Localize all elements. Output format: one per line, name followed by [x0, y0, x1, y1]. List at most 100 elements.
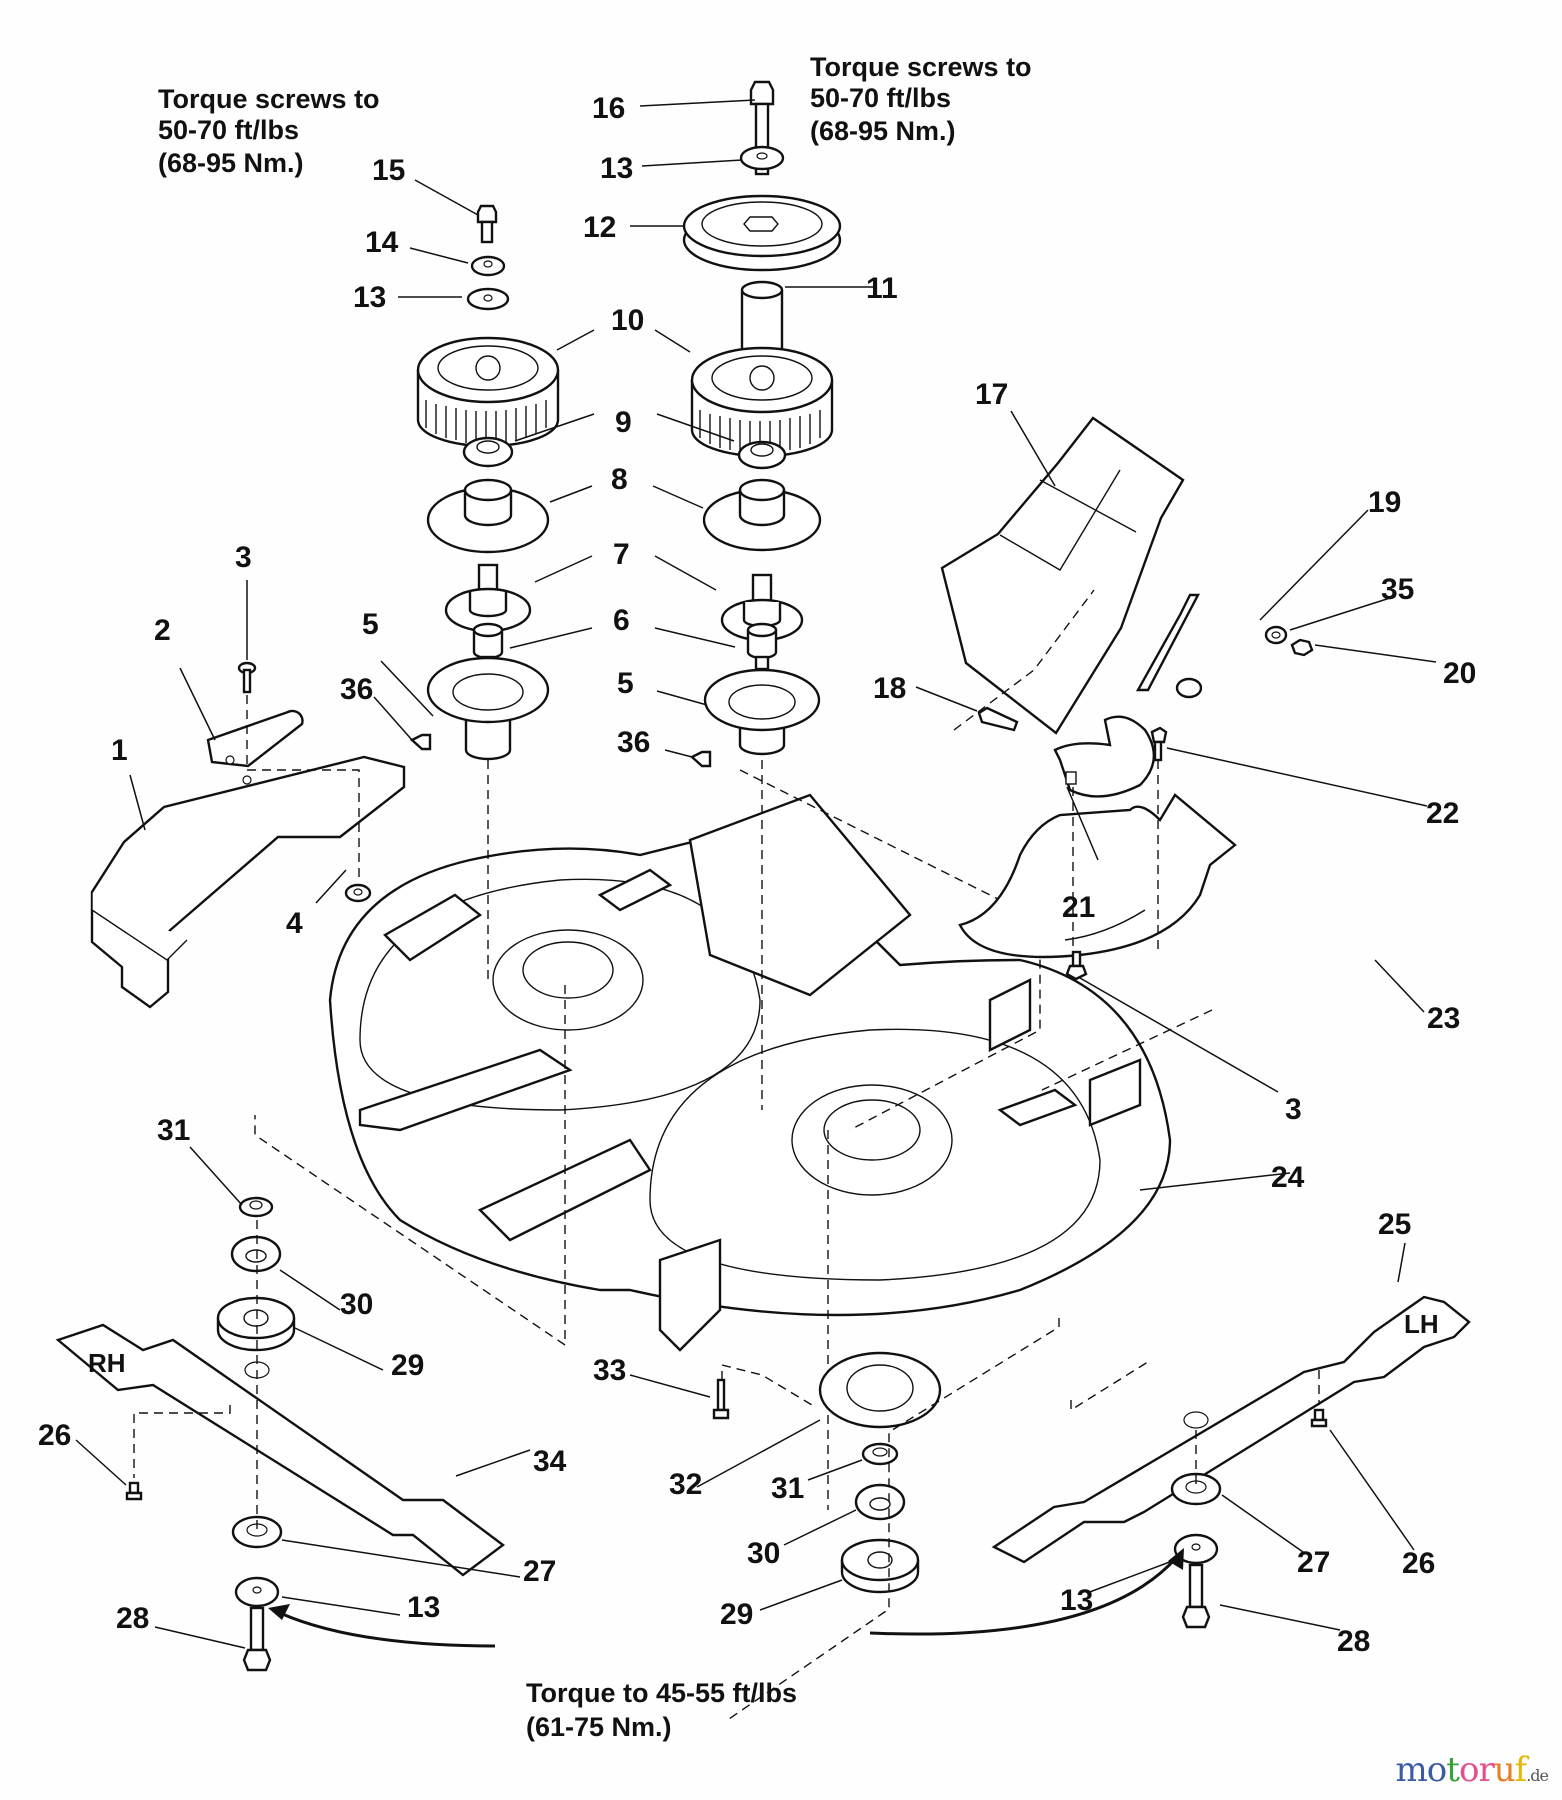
note-line: Torque screws to — [810, 52, 1032, 82]
callouts: 16 13 12 11 10 15 14 13 9 8 7 6 5 5 36 3… — [38, 92, 1476, 1658]
note-line: (61-75 Nm.) — [526, 1712, 672, 1742]
pulley-10-right — [690, 346, 834, 458]
watermark-logo: motoruf.de — [1395, 1750, 1549, 1790]
bolt-15 — [476, 204, 498, 244]
note-line: (68-95 Nm.) — [810, 116, 956, 146]
assembly-line — [953, 589, 1095, 731]
pulley-12 — [682, 194, 842, 272]
blade-bolt-28-right — [1181, 1563, 1211, 1629]
torque-note-bottom: Torque to 45-55 ft/lbs (61-75 Nm.) — [526, 1678, 797, 1742]
callout-7: 7 — [613, 538, 630, 571]
callout-19: 19 — [1368, 486, 1401, 519]
washer-13-top-left — [466, 287, 510, 311]
callout-23: 23 — [1427, 1002, 1460, 1035]
watermark-letter: m — [1395, 1750, 1428, 1790]
callout-15: 15 — [372, 154, 405, 187]
callout-29: 29 — [391, 1349, 424, 1382]
torque-note-top-right: Torque screws to 50-70 ft/lbs (68-95 Nm.… — [810, 52, 1032, 146]
callout-11: 11 — [866, 272, 898, 305]
assembly-line — [246, 695, 360, 880]
blade-34-rh: RH — [55, 1323, 505, 1577]
spindle-shaft-7-right — [720, 573, 804, 642]
bearing-30-middle — [854, 1483, 906, 1521]
callout-16: 16 — [592, 92, 625, 125]
deflector-shield-23 — [958, 793, 1237, 959]
assembly-line — [728, 1318, 1060, 1720]
mower-deck-24 — [328, 793, 1172, 1352]
bearing-housing-8-left — [426, 478, 550, 554]
watermark-suffix: .de — [1526, 1766, 1549, 1785]
callout-34: 34 — [533, 1445, 567, 1478]
spindle-housing-5-right — [703, 668, 821, 756]
callout-27: 27 — [523, 1555, 556, 1588]
assembly-line — [1072, 760, 1159, 955]
bushing-6-right — [746, 622, 778, 671]
callout-26: 26 — [38, 1419, 71, 1452]
grease-fitting-36-right — [689, 750, 712, 768]
assembly-line — [133, 1405, 231, 1478]
bearing-30-left — [230, 1235, 282, 1273]
torque-arrow-left — [268, 1604, 496, 1648]
callout-27: 27 — [1297, 1546, 1330, 1579]
callout-36: 36 — [617, 726, 650, 759]
callout-6: 6 — [613, 604, 630, 637]
callout-3: 3 — [235, 541, 252, 574]
callout-33: 33 — [593, 1354, 626, 1387]
washer-13-bottom-left — [234, 1576, 280, 1608]
callout-30: 30 — [340, 1288, 373, 1321]
bearing-housing-8-right — [702, 478, 822, 552]
callout-1: 1 — [111, 734, 128, 767]
callout-22: 22 — [1426, 797, 1459, 830]
assembly-line — [1070, 1359, 1320, 1412]
note-line: Torque to 45-55 ft/lbs — [526, 1678, 797, 1708]
bearing-9-right — [737, 440, 787, 470]
callout-30: 30 — [747, 1537, 780, 1570]
assembly-line — [739, 769, 1041, 1131]
pulley-10-left — [416, 336, 560, 448]
callout-21: 21 — [1062, 891, 1095, 924]
watermark-letter: t — [1446, 1750, 1460, 1790]
callout-28: 28 — [1337, 1625, 1370, 1658]
watermark-letter: f — [1514, 1750, 1528, 1790]
note-line: 50-70 ft/lbs — [810, 83, 951, 113]
callout-2: 2 — [154, 614, 171, 647]
blade-tag-lh: LH — [1404, 1309, 1439, 1339]
callout-29: 29 — [720, 1598, 753, 1631]
assembly-line — [721, 1364, 813, 1406]
callout-35: 35 — [1381, 573, 1414, 606]
washer-27-left — [231, 1515, 283, 1549]
belt-cover-1 — [90, 755, 406, 1009]
callout-31: 31 — [157, 1114, 190, 1147]
callout-9: 9 — [615, 406, 632, 439]
washer-27-right — [1170, 1472, 1222, 1506]
blade-25-lh: LH — [991, 1295, 1471, 1564]
note-line: Torque screws to — [158, 84, 380, 114]
washer-31-left — [238, 1196, 274, 1218]
adapter-29-middle — [840, 1538, 920, 1594]
callout-4: 4 — [286, 907, 303, 940]
screw-3-top — [237, 661, 257, 694]
hinge-rod-19 — [1135, 593, 1203, 699]
callout-32: 32 — [669, 1468, 702, 1501]
bracket-2 — [206, 709, 304, 785]
washer-14 — [470, 255, 506, 277]
note-line: (68-95 Nm.) — [158, 148, 304, 178]
washer-13-top-right — [739, 145, 785, 171]
discharge-chute-17 — [940, 416, 1185, 735]
screw-3-right — [1065, 950, 1088, 981]
callout-24: 24 — [1271, 1161, 1305, 1194]
callout-3: 3 — [1285, 1093, 1302, 1126]
bolt-22 — [1150, 726, 1168, 762]
bearing-9-left — [462, 436, 514, 468]
watermark-letter: o — [1426, 1750, 1448, 1790]
callout-13: 13 — [1060, 1584, 1093, 1617]
callout-13: 13 — [353, 281, 386, 314]
assembly-line — [254, 985, 566, 1347]
callout-17: 17 — [975, 378, 1008, 411]
blade-bolt-28-left — [242, 1606, 272, 1672]
note-line: 50-70 ft/lbs — [158, 115, 299, 145]
washer-13-bottom-right — [1173, 1533, 1219, 1565]
watermark-letter: r — [1478, 1750, 1494, 1790]
callout-28: 28 — [116, 1602, 149, 1635]
